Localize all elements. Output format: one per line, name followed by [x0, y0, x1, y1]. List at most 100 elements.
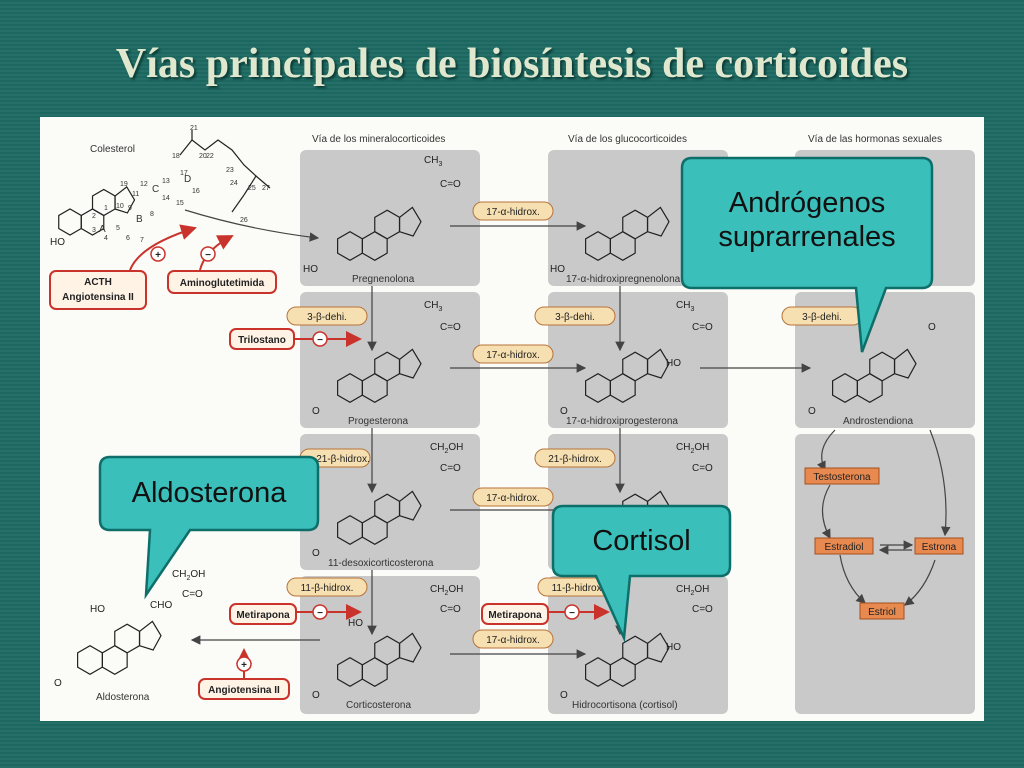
enzyme-17a-hidrox-1: 17-α-hidrox.: [486, 207, 540, 218]
skeleton-aldosterona-ring-d: [138, 620, 162, 651]
enzyme-21b-hidrox-2: 21-β-hidrox.: [548, 454, 602, 465]
reg-metirapona-1: Metirapona: [236, 610, 290, 621]
skeleton-colesterol-ring-d: [114, 186, 136, 214]
skeleton-aldosterona-ring-c: [114, 623, 141, 654]
callout-aldosterona: Aldosterona: [131, 477, 287, 509]
enzyme-17a-hidrox-3: 17-α-hidrox.: [486, 493, 540, 504]
enzyme-21b-hidrox-1: 21-β-hidrox.: [316, 454, 370, 465]
callout-cortisol-shape: [551, 504, 732, 643]
enzyme-labels: 17-α-hidrox. 3-β-dehi. 3-β-dehi. 3-β-deh…: [286, 201, 863, 649]
atom-ch3-pregnenolona: CH3: [424, 155, 442, 168]
box-sex-hormones: [795, 434, 975, 714]
atom-o-cortisol: O: [560, 690, 568, 701]
reg-angiotensina-2: Angiotensina II: [208, 685, 280, 696]
atom-ho-hidroxipreg: HO: [550, 264, 565, 275]
ring-label-c: C: [152, 184, 159, 195]
label-colesterol: Colesterol: [90, 144, 135, 155]
carbon-number-21: 21: [190, 125, 198, 132]
atom-ch2oh-desoxi: CH2OH: [430, 442, 463, 455]
carbon-number-6: 6: [126, 235, 130, 242]
reg-aminoglutetimida: Aminoglutetimida: [180, 278, 265, 289]
carbon-number-14: 14: [162, 195, 170, 202]
carbon-number-24: 24: [230, 180, 238, 187]
carbon-number-13: 13: [162, 178, 170, 185]
carbon-number-8: 8: [150, 211, 154, 218]
sign-minus-1: −: [205, 250, 211, 261]
enzyme-11b-hidrox-1: 11-β-hidrox.: [301, 583, 354, 594]
header-glucocorticoides: Vía de los glucocorticoides: [568, 134, 687, 145]
carbon-number-1: 1: [104, 205, 108, 212]
reg-metirapona-2: Metirapona: [488, 610, 542, 621]
atom-co-corticosterona: C=O: [440, 604, 461, 615]
skeleton-hidroxipregnenolona-ring-d: [646, 206, 670, 237]
atom-ch2oh-desoxicortisol: CH2OH: [676, 442, 709, 455]
atom-o-corticosterona: O: [312, 690, 320, 701]
ring-label-d: D: [184, 174, 191, 185]
enzyme-3b-dehi-2: 3-β-dehi.: [555, 312, 595, 323]
carbon-number-4: 4: [104, 235, 108, 242]
carbon-number-16: 16: [192, 188, 200, 195]
carbon-number-2: 2: [92, 213, 96, 220]
box-pregnenolona: [300, 150, 480, 286]
atom-ch2oh-corticosterona: CH2OH: [430, 584, 463, 597]
atom-o-androstendiona-17: O: [928, 322, 936, 333]
atom-o-aldosterona: O: [54, 678, 62, 689]
box-progesterona: [300, 292, 480, 428]
callout-cortisol: Cortisol: [592, 525, 691, 557]
atom-ho-cortisol: HO: [666, 642, 681, 653]
header-hormonas-sexuales: Vía de las hormonas sexuales: [808, 134, 942, 145]
box-androstendiona: [795, 292, 975, 428]
carbon-number-7: 7: [140, 237, 144, 244]
atom-o-androstendiona-3: O: [808, 406, 816, 417]
enzyme-3b-dehi-1: 3-β-dehi.: [307, 312, 347, 323]
atom-ho-hidroxiprog: HO: [666, 358, 681, 369]
carbon-number-9: 9: [128, 205, 132, 212]
label-androstendiona: Androstendiona: [843, 416, 913, 427]
label-desoxicorticosterona: 11-desoxicorticosterona: [328, 558, 434, 569]
carbon-number-12: 12: [140, 181, 148, 188]
carbon-number-25: 25: [248, 185, 256, 192]
regulators: ACTH Angiotensina II Aminoglutetimida Tr…: [49, 270, 549, 700]
skeleton-androstendiona-ring-d: [893, 348, 917, 379]
enzyme-17a-hidrox-4: 17-α-hidrox.: [486, 635, 540, 646]
callout-androgenos-shape: [680, 156, 934, 353]
cholesterol-side-chain: [179, 139, 257, 196]
atom-cho-aldosterona: CHO: [150, 600, 172, 611]
carbon-number-11: 11: [132, 191, 139, 198]
enzyme-11b-hidrox-2: 11-β-hidrox.: [552, 583, 605, 594]
atom-o-hidroxiprog: O: [560, 406, 568, 417]
sign-plus-2: +: [241, 660, 247, 671]
carbon-number-10: 10: [116, 203, 124, 210]
carbon-number-23: 23: [226, 167, 234, 174]
carbon-number-22: 22: [206, 153, 214, 160]
callout-aldosterona-shape: [98, 455, 320, 600]
carbon-number-5: 5: [116, 225, 120, 232]
label-progesterona: Progesterona: [348, 416, 408, 427]
enzyme-3b-dehi-3: 3-β-dehi.: [802, 312, 842, 323]
atom-co-pregnenolona: C=O: [440, 179, 461, 190]
hormone-estradiol: Estradiol: [825, 542, 864, 553]
skeleton-corticosterona-ring-d: [398, 632, 422, 663]
carbon-number-3: 3: [92, 227, 96, 234]
box-hidrocortisona: [548, 576, 728, 714]
atom-ho-colesterol: HO: [50, 237, 65, 248]
atom-ch3-progesterona: CH3: [424, 300, 442, 313]
atom-o-desoxi: O: [312, 548, 320, 559]
atom-ch3-hidroxiprog: CH3: [676, 300, 694, 313]
carbon-number-17: 17: [180, 170, 188, 177]
label-hidroxiprogesterona: 17-α-hidroxiprogesterona: [566, 416, 678, 427]
box-hidroxiprogesterona: [548, 292, 728, 428]
skeleton-progesterona-ring-d: [398, 348, 422, 379]
atom-co-cortisol: C=O: [692, 604, 713, 615]
carbon-number-19: 19: [120, 181, 128, 188]
atom-co-desoxicortisol: C=O: [692, 463, 713, 474]
skeleton-aldosterona-ring-b: [101, 645, 128, 675]
regulator-signs: + − − − − +: [150, 246, 580, 672]
hormone-estrona: Estrona: [922, 542, 957, 553]
callout-shapes: [98, 156, 934, 643]
hormone-estriol: Estriol: [868, 607, 896, 618]
label-aldosterona: Aldosterona: [96, 692, 150, 703]
skeleton-aldosterona-ring-a: [77, 645, 103, 675]
label-hidroxipregnenolona: 17-α-hidroxipregnenolona: [566, 274, 681, 285]
